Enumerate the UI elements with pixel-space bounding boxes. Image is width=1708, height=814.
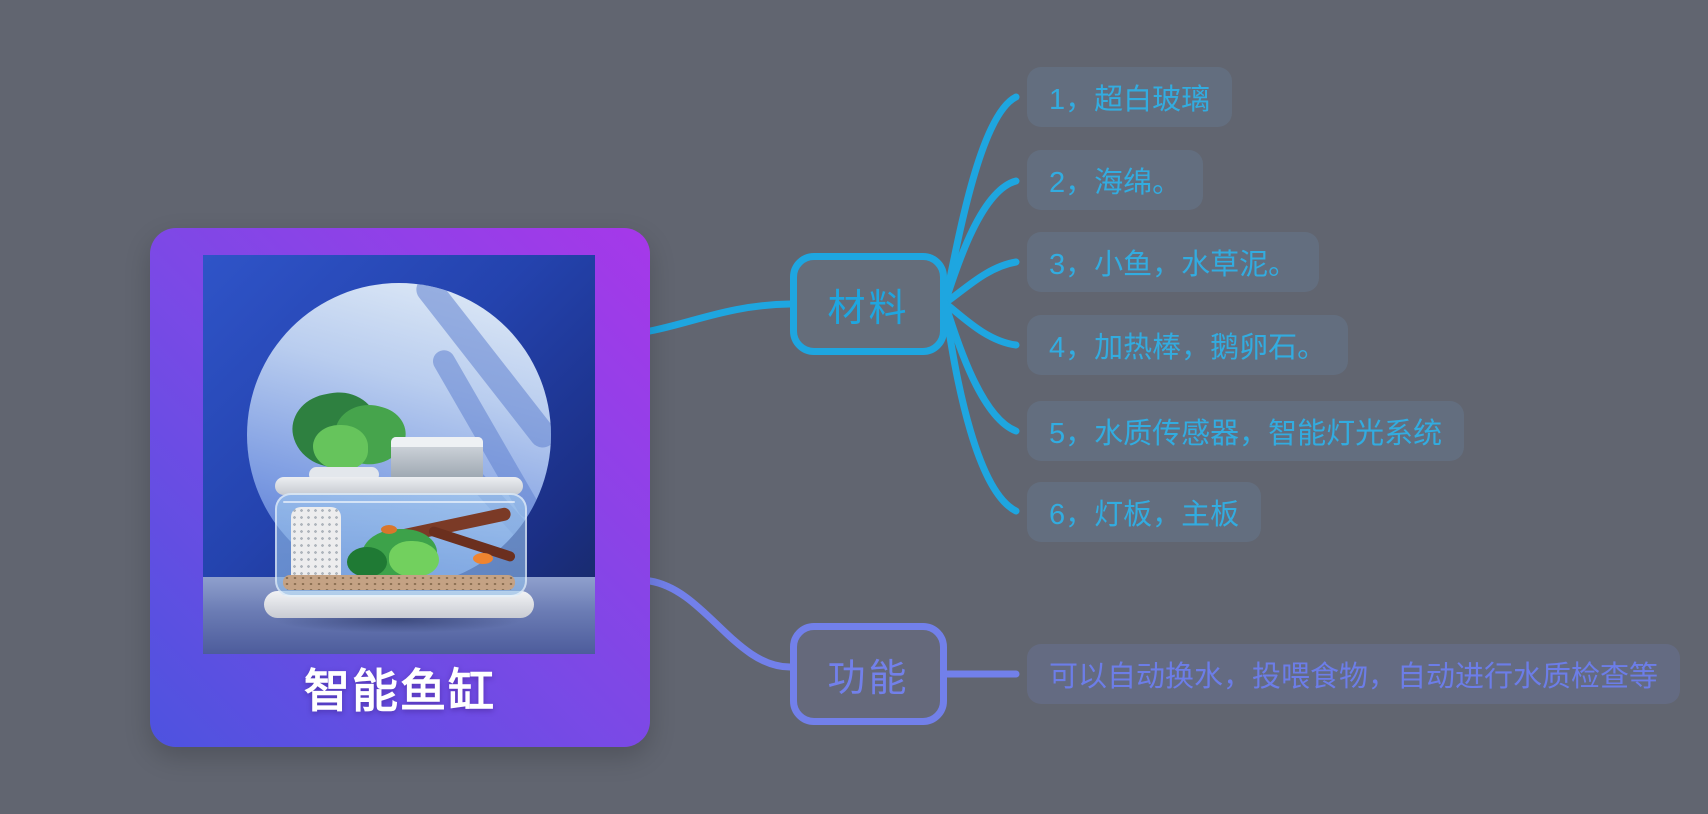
materials-item-6-label: 6，灯板，主板 — [1049, 499, 1240, 531]
materials-item-2-label: 2，海绵。 — [1049, 167, 1182, 199]
edge-root-to-functions — [646, 577, 794, 671]
functions-item-1[interactable]: 可以自动换水，投喂食物，自动进行水质检查等 — [1027, 644, 1681, 704]
materials-item-5[interactable]: 5，水质传感器，智能灯光系统 — [1027, 401, 1465, 461]
functions-item-1-label: 可以自动换水，投喂食物，自动进行水质检查等 — [1049, 661, 1659, 693]
edge-materials-item-6 — [941, 299, 1020, 515]
fish — [381, 525, 397, 534]
root-node[interactable]: 智能鱼缸 — [150, 228, 650, 747]
branch-node-functions[interactable]: 功能 — [790, 623, 947, 725]
materials-item-4[interactable]: 4，加热棒，鹅卵石。 — [1027, 315, 1349, 375]
feeder-box-top — [391, 437, 483, 447]
edge-root-to-materials — [646, 300, 794, 335]
aquatic-plant — [389, 541, 439, 577]
edge-materials-item-2 — [941, 177, 1020, 307]
branch-label-functions: 功能 — [827, 657, 910, 700]
water-line — [283, 501, 515, 503]
tank-glass — [275, 493, 527, 597]
branch-node-materials[interactable]: 材料 — [790, 253, 947, 355]
filter-cylinder — [291, 507, 341, 585]
branch-label-materials: 材料 — [827, 287, 910, 330]
root-label: 智能鱼缸 — [304, 665, 496, 717]
materials-item-4-label: 4，加热棒，鹅卵石。 — [1049, 332, 1327, 364]
fish-tank-photo — [203, 255, 595, 654]
gravel — [283, 575, 515, 590]
materials-item-5-label: 5，水质传感器，智能灯光系统 — [1049, 418, 1443, 450]
lid-plant — [313, 425, 368, 470]
materials-item-6[interactable]: 6，灯板，主板 — [1027, 482, 1262, 542]
feeder-box — [391, 437, 483, 481]
fish — [473, 553, 493, 564]
materials-item-1[interactable]: 1，超白玻璃 — [1027, 67, 1233, 127]
driftwood — [427, 525, 517, 563]
materials-item-1-label: 1，超白玻璃 — [1049, 84, 1211, 116]
edge-materials-item-3 — [941, 258, 1020, 307]
materials-item-2[interactable]: 2，海绵。 — [1027, 150, 1204, 210]
aquatic-plant — [347, 547, 387, 577]
materials-item-3-label: 3，小鱼，水草泥。 — [1049, 249, 1298, 281]
materials-item-3[interactable]: 3，小鱼，水草泥。 — [1027, 232, 1320, 292]
tank-lid — [275, 477, 523, 495]
edge-materials-item-4 — [941, 299, 1020, 349]
